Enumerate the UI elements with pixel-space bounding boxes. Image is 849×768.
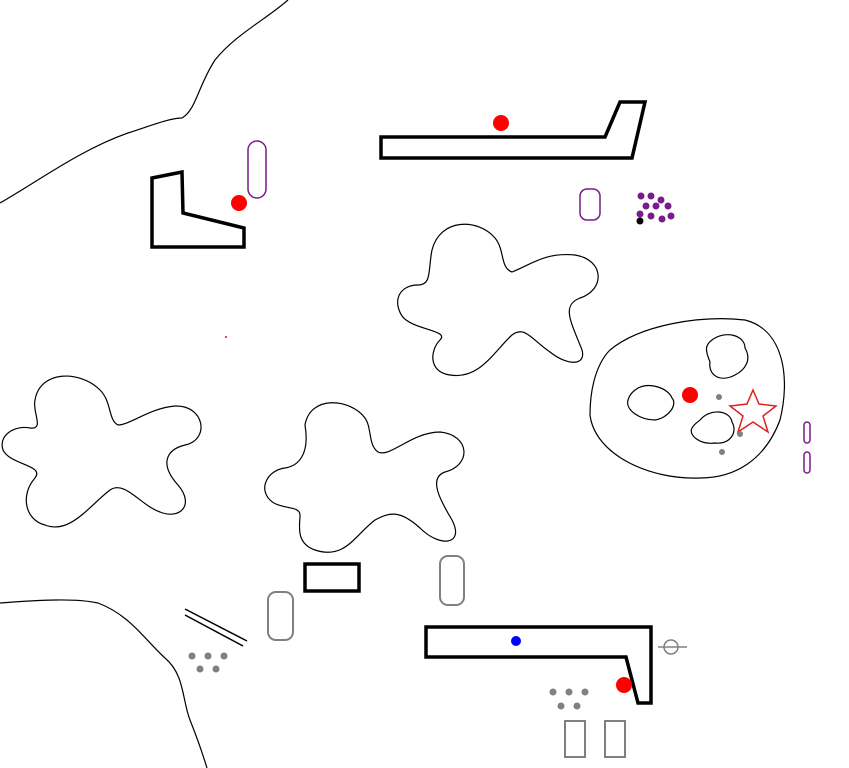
purple-capsule-northwest (247, 140, 267, 199)
red-marker-northwest (231, 195, 247, 211)
terrain-boundary-bottom-left (0, 599, 208, 768)
forest-blob-left (1, 375, 202, 528)
star-icon (728, 388, 778, 434)
forest-blob-upper (397, 223, 599, 377)
red-marker-tiny (225, 336, 227, 338)
wall-structure-north (379, 100, 648, 160)
gray-box-left (564, 720, 586, 758)
purple-capsule-east-top (803, 421, 811, 444)
gray-marker (719, 449, 725, 455)
gray-marker (737, 431, 743, 437)
dot-cluster-icon (636, 192, 675, 225)
red-marker-enclosure (682, 387, 698, 403)
gray-dot-group-southwest (188, 652, 228, 673)
gray-dot-group-southeast (549, 688, 589, 710)
purple-capsule-east-bottom (803, 451, 811, 474)
purple-capsule-north (579, 188, 601, 221)
wall-block-south (303, 562, 361, 593)
gray-capsule-west (267, 591, 294, 641)
gray-capsule-center (439, 555, 465, 606)
blue-marker (511, 636, 521, 646)
gray-marker (716, 394, 722, 400)
hill-enclosure-east (589, 318, 785, 479)
double-line-fence (184, 608, 248, 647)
red-marker-southeast (616, 677, 632, 693)
wall-structure-southeast (424, 625, 653, 705)
wall-structure-northwest (150, 169, 246, 249)
terrain-boundary-top-left (0, 0, 289, 204)
forest-blob-center (264, 402, 465, 553)
circle-marker-icon (658, 639, 687, 655)
gray-box-right (604, 720, 626, 758)
red-marker-north (493, 115, 509, 131)
